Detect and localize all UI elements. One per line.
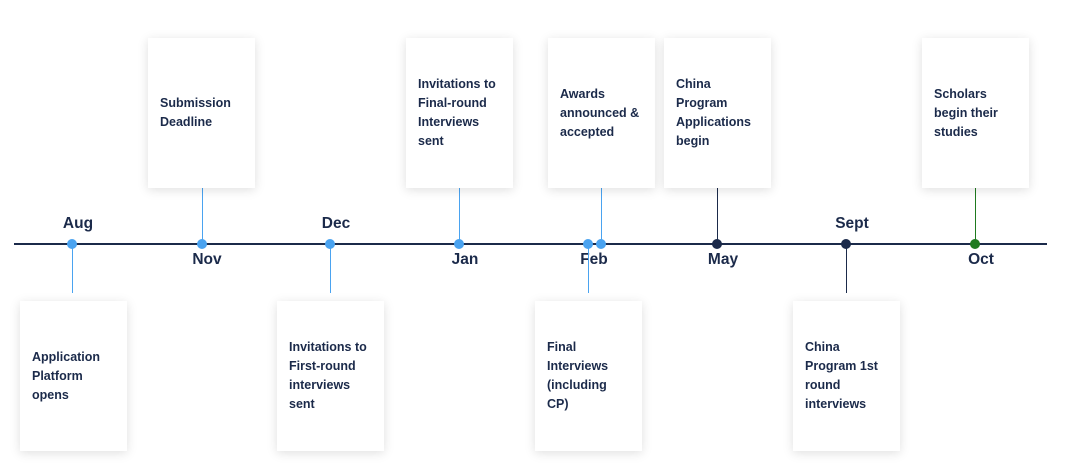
event-text: China Program 1st round interviews: [805, 340, 878, 411]
event-text: Scholars begin their studies: [934, 86, 998, 139]
marker-dot-submission-deadline: [197, 239, 207, 249]
month-label-may: May: [707, 251, 739, 268]
event-card-submission-deadline: Submission Deadline: [148, 38, 255, 188]
timeline-axis: [14, 243, 1047, 245]
event-text: China Program Applications begin: [676, 77, 752, 148]
connector-final-interviews: [588, 243, 589, 293]
event-card-awards-announced: Awards announced & accepted: [548, 38, 655, 188]
month-label-feb: Feb: [580, 251, 608, 268]
marker-dot-final-interviews: [583, 239, 593, 249]
connector-submission-deadline: [202, 188, 203, 243]
marker-dot-awards-announced: [596, 239, 606, 249]
event-text: Awards announced & accepted: [560, 86, 640, 139]
event-card-china-program-applications: China Program Applications begin: [664, 38, 771, 188]
marker-dot-china-program-applications: [712, 239, 722, 249]
month-label-nov: Nov: [192, 251, 222, 268]
event-card-application-platform-opens: Application Platform opens: [20, 301, 127, 451]
month-label-dec: Dec: [321, 215, 351, 232]
marker-dot-first-round-invitations: [325, 239, 335, 249]
event-card-final-round-invitations: Invitations to Final-round Interviews se…: [406, 38, 513, 188]
connector-final-round-invitations: [459, 188, 460, 243]
connector-awards-announced: [601, 188, 602, 243]
event-text: Invitations to Final-round Interviews se…: [418, 77, 496, 148]
event-card-first-round-invitations: Invitations to First-round interviews se…: [277, 301, 384, 451]
event-text: Invitations to First-round interviews se…: [289, 340, 367, 411]
connector-first-round-invitations: [330, 243, 331, 293]
connector-china-program-first-round: [846, 243, 847, 293]
month-label-oct: Oct: [968, 251, 994, 268]
month-label-jan: Jan: [451, 251, 479, 268]
event-text: Application Platform opens: [32, 349, 101, 402]
connector-china-program-applications: [717, 188, 718, 243]
event-text: Submission Deadline: [160, 96, 231, 129]
marker-dot-application-platform-opens: [67, 239, 77, 249]
event-card-final-interviews: Final Interviews (including CP): [535, 301, 642, 451]
event-text: Final Interviews (including CP): [547, 340, 609, 411]
month-label-sept: Sept: [835, 215, 869, 232]
connector-application-platform-opens: [72, 243, 73, 293]
event-card-scholars-begin: Scholars begin their studies: [922, 38, 1029, 188]
month-label-aug: Aug: [62, 215, 94, 232]
marker-dot-china-program-first-round: [841, 239, 851, 249]
marker-dot-scholars-begin: [970, 239, 980, 249]
marker-dot-final-round-invitations: [454, 239, 464, 249]
event-card-china-program-first-round: China Program 1st round interviews: [793, 301, 900, 451]
connector-scholars-begin: [975, 188, 976, 243]
